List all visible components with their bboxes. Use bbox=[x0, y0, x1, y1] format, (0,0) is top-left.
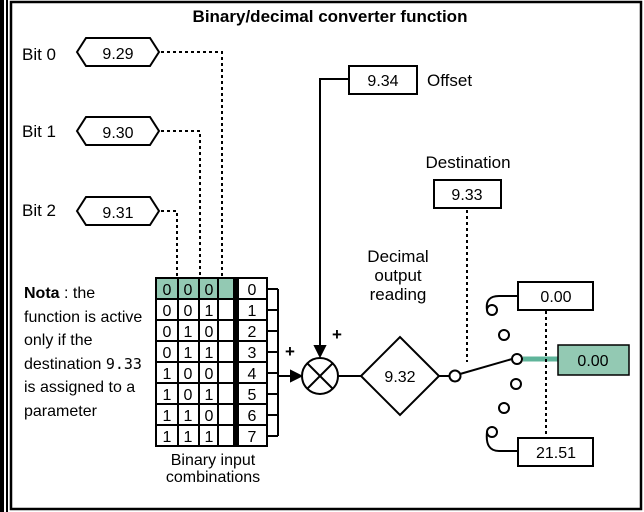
bit1-link bbox=[161, 130, 201, 278]
output-bottom-value: 21.51 bbox=[536, 445, 576, 462]
bit0-param: 9.29 bbox=[102, 46, 133, 63]
cell-r7-c1: 1 bbox=[184, 429, 193, 446]
destination-param-box bbox=[433, 179, 502, 209]
cell-r3-c1: 1 bbox=[184, 345, 193, 362]
cell-r4-c1: 0 bbox=[184, 366, 193, 383]
cell-r0-c3: 0 bbox=[248, 282, 257, 299]
cell-r0-c0: 0 bbox=[163, 282, 172, 299]
bit0-label: Bit 0 bbox=[22, 45, 56, 64]
note-part1: : the function is active only if the des… bbox=[24, 285, 143, 373]
cell-r6-c3: 6 bbox=[248, 408, 257, 425]
note-bold: Nota bbox=[24, 285, 60, 302]
cell-r3-c0: 0 bbox=[163, 345, 172, 362]
selector-contact-3 bbox=[511, 353, 523, 365]
bit2-label: Bit 2 bbox=[22, 201, 56, 220]
selector-contact-4 bbox=[510, 378, 522, 390]
selector-contact-1 bbox=[486, 304, 498, 316]
output-top-value: 0.00 bbox=[540, 289, 571, 306]
bit1-param: 9.30 bbox=[102, 125, 133, 142]
cell-r7-c2: 1 bbox=[205, 429, 214, 446]
cell-r2-c2: 0 bbox=[205, 324, 214, 341]
sum-sign-top: + bbox=[332, 325, 342, 344]
offset-line bbox=[319, 78, 349, 353]
bit0-param-box bbox=[75, 37, 161, 67]
table-caption-line1: Binary input bbox=[171, 452, 256, 469]
offset-label: Offset bbox=[427, 71, 472, 90]
offset-param: 9.34 bbox=[367, 73, 398, 90]
cell-r5-c2: 1 bbox=[205, 387, 214, 404]
table-caption-line2: combinations bbox=[166, 469, 260, 486]
table-to-sum-arrow bbox=[290, 369, 304, 383]
note-param: 9.33 bbox=[105, 354, 142, 373]
destination-param: 9.33 bbox=[451, 187, 482, 204]
selector-contact-5 bbox=[498, 402, 510, 414]
bit1-label: Bit 1 bbox=[22, 122, 56, 141]
bit0-link bbox=[161, 51, 223, 278]
output-selected-box bbox=[557, 344, 630, 376]
cell-r7-c3: 7 bbox=[248, 429, 257, 446]
binary-table: 0 0 0 0 0 0 1 1 0 1 0 2 0 1 1 3 1 0 0 4 … bbox=[155, 277, 279, 486]
selector-contact-6 bbox=[486, 426, 498, 438]
reading-param: 9.32 bbox=[384, 369, 415, 386]
cell-r3-c2: 1 bbox=[205, 345, 214, 362]
selector-contact-2 bbox=[498, 329, 510, 341]
bit2-link bbox=[161, 210, 178, 278]
destination-label: Destination bbox=[425, 153, 510, 172]
offset-param-box bbox=[348, 65, 418, 95]
outer-frame-left-bar bbox=[0, 0, 4, 512]
cell-r1-c0: 0 bbox=[163, 303, 172, 320]
cell-r6-c0: 1 bbox=[163, 408, 172, 425]
cell-r5-c1: 0 bbox=[184, 387, 193, 404]
cell-r2-c1: 1 bbox=[184, 324, 193, 341]
reading-label-line3: reading bbox=[370, 285, 427, 304]
cell-r2-c3: 2 bbox=[248, 324, 257, 341]
output-top-box bbox=[517, 281, 594, 311]
cell-r0-c2: 0 bbox=[205, 282, 214, 299]
note-part2: is assigned to a parameter bbox=[24, 379, 136, 420]
cell-r6-c1: 1 bbox=[184, 408, 193, 425]
cell-r3-c3: 3 bbox=[248, 345, 257, 362]
selector-input-node bbox=[448, 369, 462, 383]
reading-label-line1: Decimal bbox=[367, 247, 428, 266]
cell-r0-c1: 0 bbox=[184, 282, 193, 299]
diagram-frame bbox=[9, 0, 643, 511]
selector-bottom-connector bbox=[485, 431, 518, 452]
sum-sign-left: + bbox=[285, 342, 295, 361]
diagram-title: Binary/decimal converter function bbox=[193, 7, 468, 26]
activation-note: Nota : the function is active only if th… bbox=[24, 282, 154, 423]
cell-r4-c0: 1 bbox=[163, 366, 172, 383]
bit1-param-box bbox=[75, 116, 161, 146]
cell-r4-c2: 0 bbox=[205, 366, 214, 383]
cell-r1-c3: 1 bbox=[248, 303, 257, 320]
cell-r6-c2: 0 bbox=[205, 408, 214, 425]
selector-top-connector bbox=[485, 295, 518, 311]
outer-frame-left-inner bbox=[6, 0, 8, 512]
cell-r1-c1: 0 bbox=[184, 303, 193, 320]
cell-r4-c3: 4 bbox=[248, 366, 257, 383]
cell-r2-c0: 0 bbox=[163, 324, 172, 341]
bit2-param-box bbox=[75, 196, 161, 226]
output-bottom-box bbox=[517, 437, 594, 467]
table-highlight-row bbox=[156, 278, 233, 299]
cell-r7-c0: 1 bbox=[163, 429, 172, 446]
output-selected-value: 0.00 bbox=[577, 353, 608, 370]
cell-r5-c0: 1 bbox=[163, 387, 172, 404]
reading-label-line2: output bbox=[374, 266, 422, 285]
cell-r1-c2: 1 bbox=[205, 303, 214, 320]
offset-arrow bbox=[313, 345, 327, 359]
bit2-param: 9.31 bbox=[102, 205, 133, 222]
selector-arm bbox=[459, 358, 513, 375]
cell-r5-c3: 5 bbox=[248, 387, 257, 404]
